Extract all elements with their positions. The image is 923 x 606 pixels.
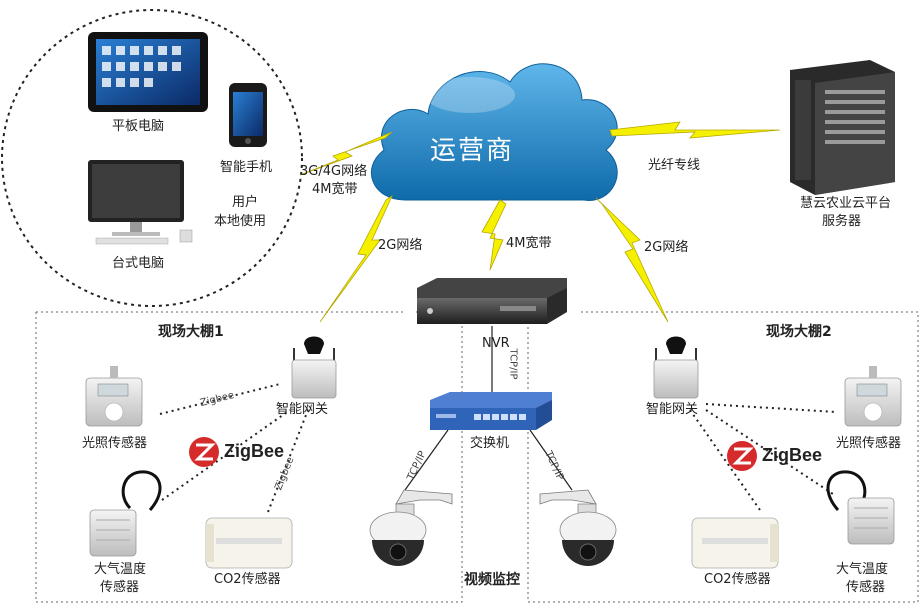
video-surveillance-label: 视频监控 (464, 572, 520, 588)
nvr-label: NVR (482, 336, 510, 351)
tablet-label: 平板电脑 (112, 119, 165, 134)
greenhouse1-zigbee-text: ZigBee (224, 441, 285, 461)
desktop-label: 台式电脑 (112, 256, 165, 271)
temperature-sensor-icon (826, 470, 895, 545)
server-icon (790, 60, 895, 195)
greenhouse1-air-temp-label-line1: 大气温度 (94, 562, 147, 577)
greenhouse1-co2-label: CO2传感器 (214, 572, 281, 587)
server-label-line2: 服务器 (822, 214, 862, 229)
greenhouse2-title: 现场大棚2 (766, 324, 832, 340)
lightning-bolt-icon (319, 194, 393, 323)
left-2g-label: 2G网络 (378, 238, 423, 253)
fiber-label: 光纤专线 (648, 158, 701, 173)
co2-sensor-icon (691, 517, 779, 569)
switch-label: 交换机 (470, 436, 510, 451)
user-area-boundary (1, 9, 303, 307)
zigbee-link (161, 409, 291, 501)
mobile-bandwidth-label: 4M宽带 (312, 182, 358, 197)
ptz-camera-icon (539, 489, 617, 566)
desktop-icon (88, 160, 193, 245)
zigbee-logo-icon (189, 437, 219, 467)
ptz-camera-icon (369, 489, 453, 566)
zigbee-link (159, 383, 281, 415)
nvr-icon (417, 278, 567, 324)
greenhouse2-boundary (527, 311, 919, 603)
zigbee-logo-icon (727, 441, 757, 471)
server-label-line1: 慧云农业云平台 (800, 196, 892, 211)
switch-icon (430, 392, 552, 430)
lightning-bolt-icon (481, 199, 507, 271)
tcpip-top-label: TCP/IP (507, 348, 519, 380)
light-sensor-icon (85, 366, 143, 427)
zigbee-link (689, 409, 761, 511)
greenhouse2-light-sensor-label: 光照传感器 (836, 436, 902, 451)
greenhouse2-gateway-label: 智能网关 (646, 402, 699, 417)
smartphone-icon (229, 83, 267, 147)
lightning-bolt-icon (299, 131, 393, 176)
switch-camera-line-left (404, 429, 449, 491)
greenhouse2-air-temp-label-line1: 大气温度 (836, 562, 889, 577)
smartphone-label: 智能手机 (220, 160, 273, 175)
greenhouse2-zigbee-text: ZigBee (762, 445, 823, 465)
mobile-network-label: 3G/4G网络 (300, 164, 368, 179)
local-use-label-line2: 本地使用 (214, 214, 267, 229)
local-use-label-line1: 用户 (232, 195, 259, 210)
co2-sensor-icon (205, 517, 293, 569)
switch-camera-line-right (529, 429, 573, 491)
tablet-icon (88, 32, 208, 112)
cloud-label: 运营商 (430, 136, 515, 166)
greenhouse1-gateway-label: 智能网关 (276, 402, 329, 417)
zigbee-link (705, 409, 837, 497)
right-2g-label: 2G网络 (644, 240, 689, 255)
greenhouse2-air-temp-label-line2: 传感器 (846, 580, 886, 595)
zigbee-link (705, 403, 837, 413)
greenhouse1-light-sensor-label: 光照传感器 (82, 436, 148, 451)
greenhouse1-air-temp-label-line2: 传感器 (100, 580, 140, 595)
gateway-icon (653, 336, 699, 399)
center-4m-label: 4M宽带 (506, 236, 552, 251)
light-sensor-icon (844, 366, 902, 427)
gateway-icon (291, 336, 337, 399)
temperature-sensor-icon (89, 470, 162, 557)
lightning-bolt-icon (609, 121, 781, 139)
zigbee-link (267, 409, 309, 513)
cloud-icon (371, 63, 618, 201)
lightning-bolt-icon (595, 197, 669, 323)
greenhouse2-co2-label: CO2传感器 (704, 572, 771, 587)
greenhouse1-title: 现场大棚1 (158, 324, 224, 340)
